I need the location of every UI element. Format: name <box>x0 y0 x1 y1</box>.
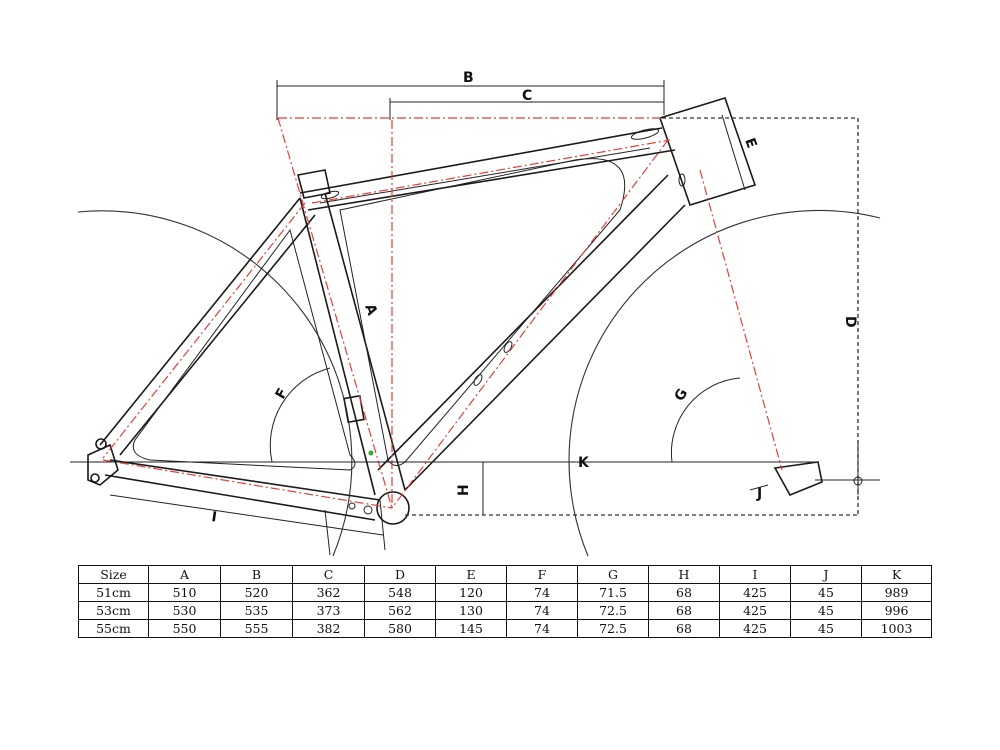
table-cell: 71.5 <box>577 583 649 602</box>
front-wheel-arc <box>568 209 881 557</box>
table-cell: 55cm <box>78 619 149 638</box>
table-cell: 555 <box>220 619 293 638</box>
label-c: C <box>522 88 532 104</box>
table-cell: 373 <box>292 601 365 620</box>
table-cell: 520 <box>220 583 293 602</box>
label-e: E <box>741 136 759 150</box>
table-cell: 51cm <box>78 583 149 602</box>
geometry-table: Size A B C D E F G H I J K 51cm 510 520 … <box>78 565 932 638</box>
label-d: D <box>842 316 858 328</box>
table-cell: 74 <box>506 619 578 638</box>
table-cell: 74 <box>506 583 578 602</box>
table-cell: 130 <box>435 601 507 620</box>
table-cell: 72.5 <box>577 601 649 620</box>
header-cell: E <box>435 565 507 584</box>
table-cell: 68 <box>648 619 720 638</box>
dimension-lines <box>70 80 880 556</box>
table-cell: 562 <box>364 601 436 620</box>
label-i: I <box>210 509 217 526</box>
table-cell: 45 <box>790 583 862 602</box>
table-cell: 550 <box>148 619 221 638</box>
table-cell: 362 <box>292 583 365 602</box>
table-cell: 989 <box>861 583 932 602</box>
table-cell: 45 <box>790 619 862 638</box>
rear-wheel-arc <box>77 210 353 557</box>
table-cell: 996 <box>861 601 932 620</box>
table-cell: 425 <box>719 583 791 602</box>
table-cell: 68 <box>648 583 720 602</box>
header-cell: I <box>719 565 791 584</box>
table-header-row: Size A B C D E F G H I J K <box>78 565 932 584</box>
frame-outline <box>87 97 823 525</box>
label-k: K <box>578 455 590 471</box>
table-cell: 530 <box>148 601 221 620</box>
header-cell: G <box>577 565 649 584</box>
table-row: 55cm 550 555 382 580 145 74 72.5 68 425 … <box>78 619 932 638</box>
header-cell: B <box>220 565 293 584</box>
label-g: G <box>672 386 692 404</box>
label-b: B <box>463 70 474 86</box>
table-row: 53cm 530 535 373 562 130 74 72.5 68 425 … <box>78 601 932 620</box>
header-cell: J <box>790 565 862 584</box>
header-cell: K <box>861 565 932 584</box>
label-f: F <box>273 386 292 402</box>
header-cell: F <box>506 565 578 584</box>
header-cell: D <box>364 565 436 584</box>
table-cell: 535 <box>220 601 293 620</box>
header-cell: A <box>148 565 221 584</box>
table-cell: 425 <box>719 619 791 638</box>
table-cell: 45 <box>790 601 862 620</box>
table-cell: 548 <box>364 583 436 602</box>
table-cell: 68 <box>648 601 720 620</box>
header-cell: C <box>292 565 365 584</box>
table-cell: 120 <box>435 583 507 602</box>
table-cell: 1003 <box>861 619 932 638</box>
table-row: 51cm 510 520 362 548 120 74 71.5 68 425 … <box>78 583 932 602</box>
table-cell: 382 <box>292 619 365 638</box>
table-cell: 145 <box>435 619 507 638</box>
table-cell: 510 <box>148 583 221 602</box>
bike-frame-geometry-diagram: B C A D E F G H I J K <box>70 70 881 557</box>
frame-centerlines <box>102 117 783 509</box>
table-cell: 53cm <box>78 601 149 620</box>
table-cell: 72.5 <box>577 619 649 638</box>
table-cell: 580 <box>364 619 436 638</box>
label-j: J <box>756 486 762 502</box>
header-cell: Size <box>78 565 149 584</box>
label-h: H <box>456 484 472 496</box>
header-cell: H <box>648 565 720 584</box>
table-cell: 425 <box>719 601 791 620</box>
table-cell: 74 <box>506 601 578 620</box>
label-a: A <box>361 302 380 318</box>
